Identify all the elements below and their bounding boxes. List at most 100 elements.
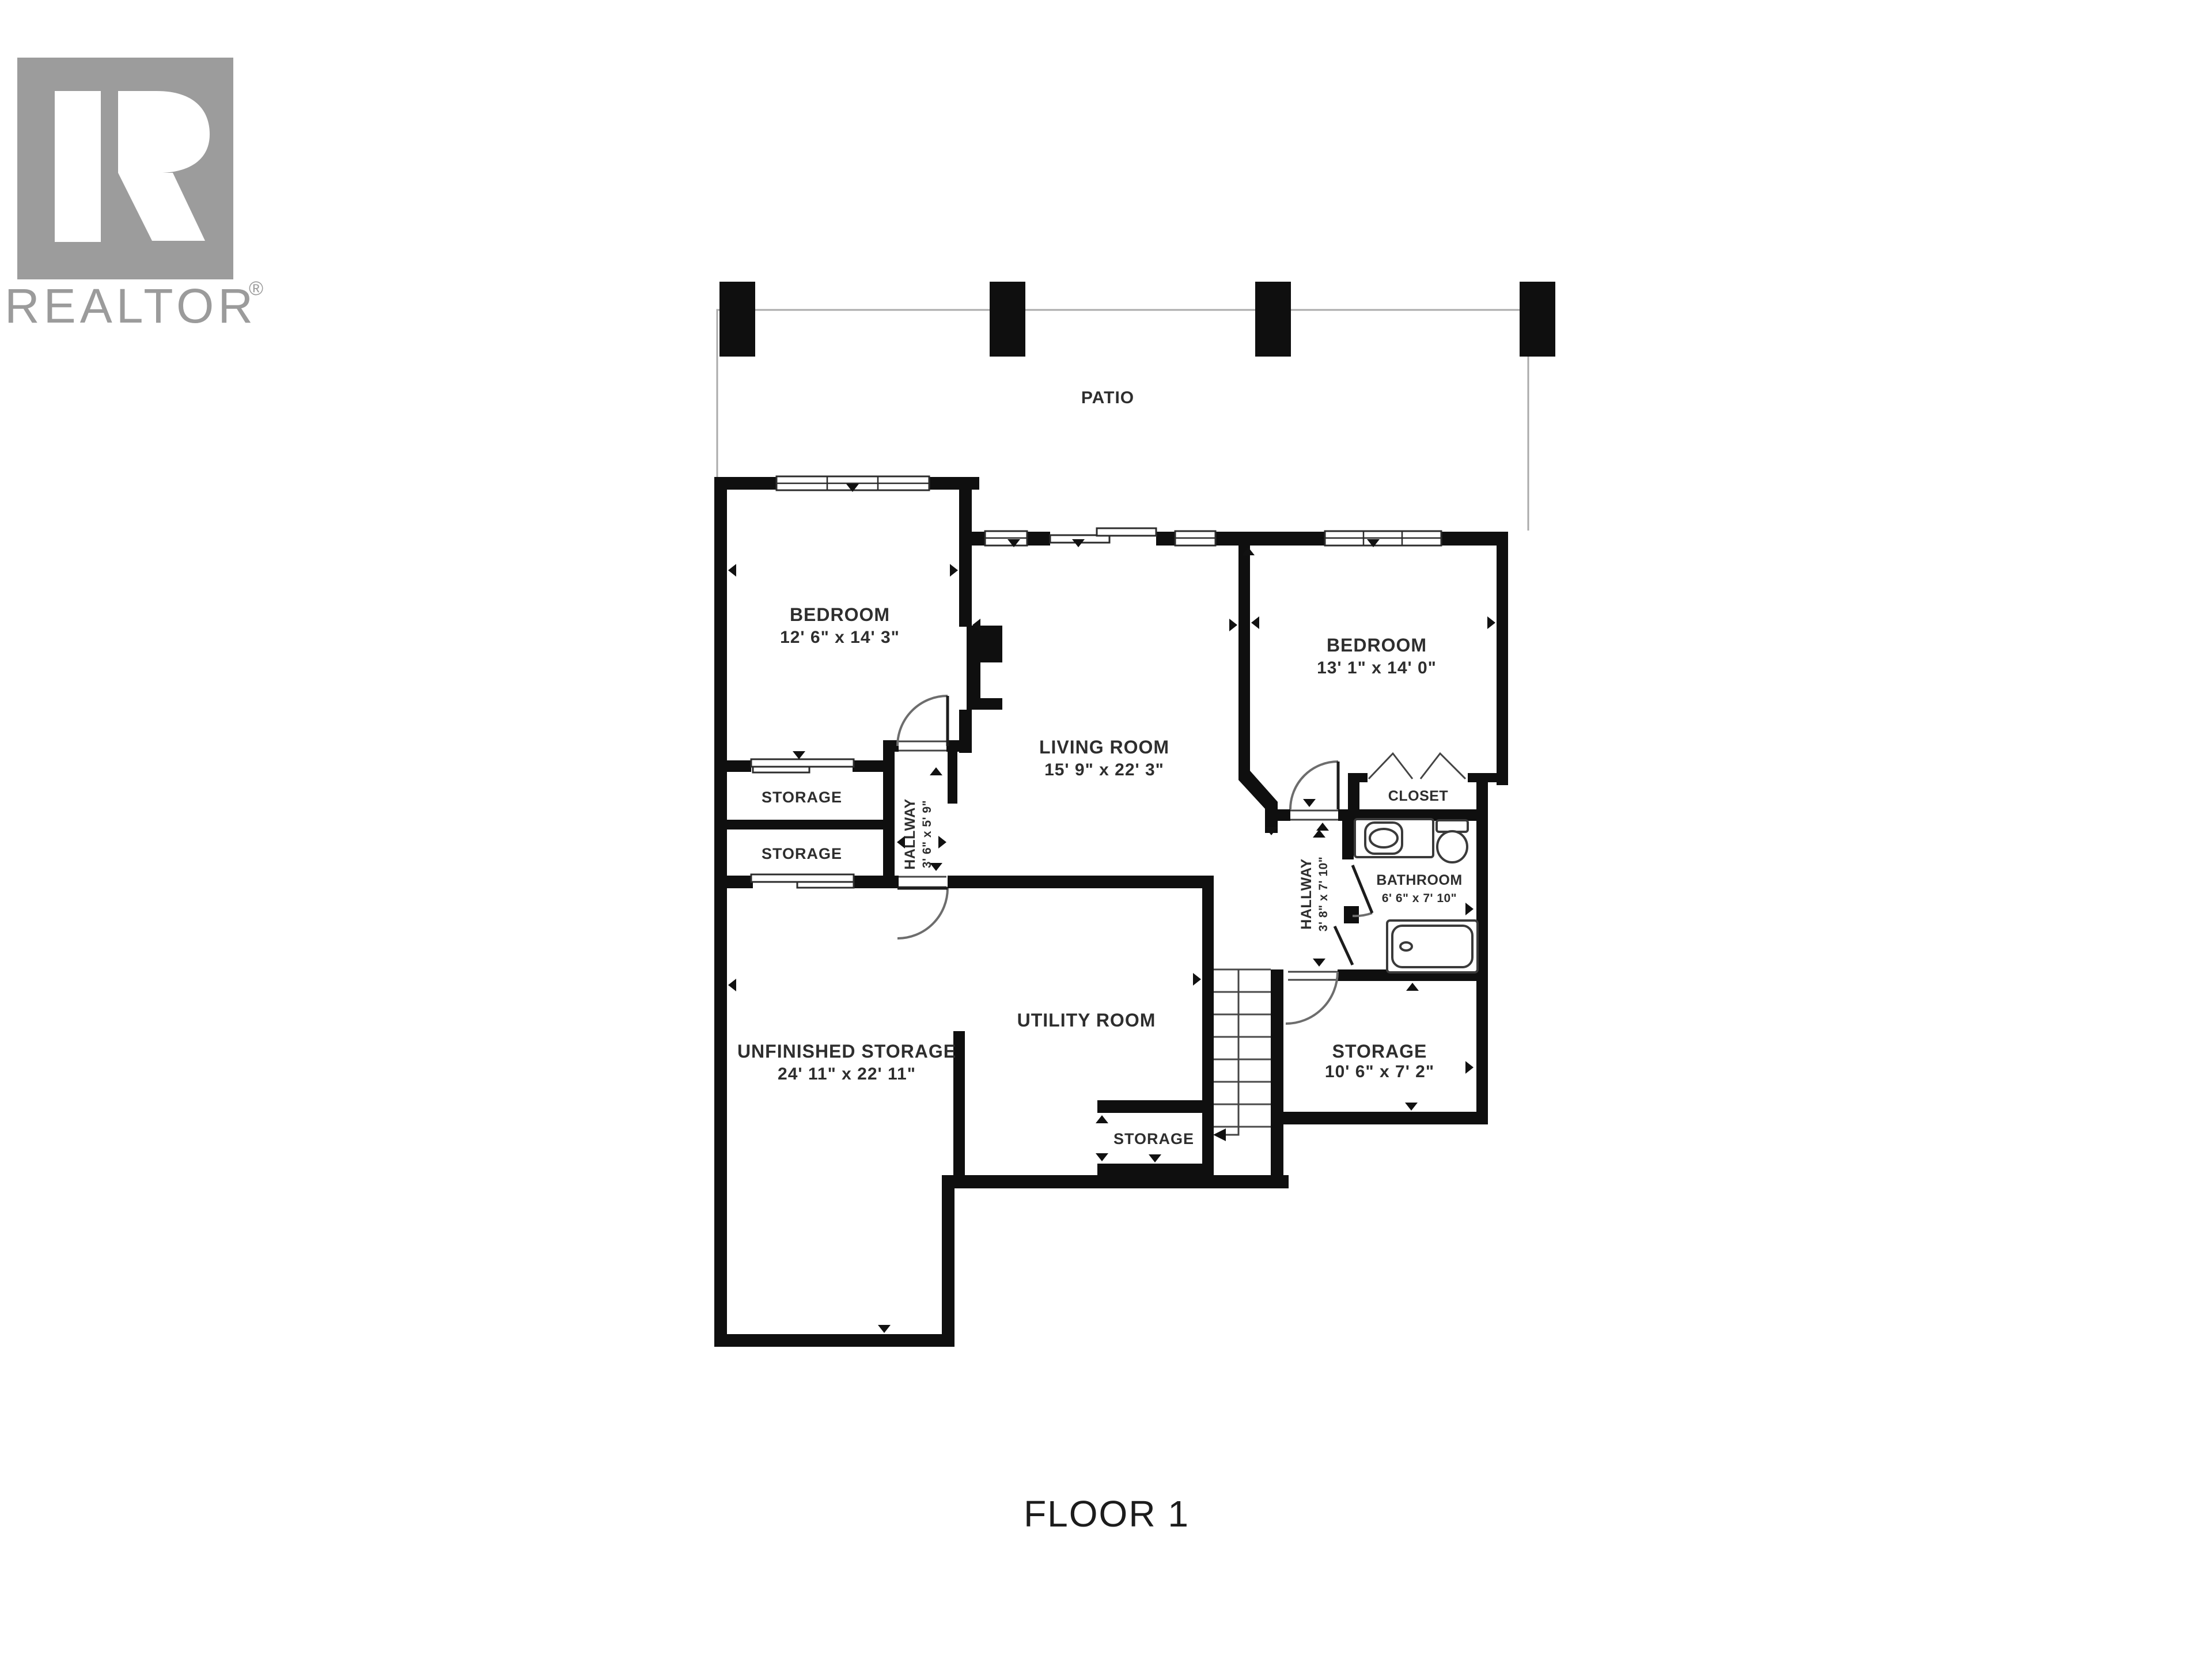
realtor-logo: REALTOR ® — [5, 58, 263, 333]
realtor-logo-r-bowl — [118, 91, 210, 173]
wall-exterior-left — [714, 477, 727, 1347]
stair-direction-arrow — [1213, 1128, 1226, 1141]
wall-storage-divider — [714, 820, 887, 830]
bedroom-right-window-frame — [1325, 531, 1441, 546]
wall-bathroom-left-upper — [1342, 821, 1354, 859]
fireplace-opening — [980, 662, 1003, 698]
stair-direction-line — [1219, 969, 1240, 1136]
realtor-logo-r-stem — [55, 91, 101, 242]
patio-pillar — [1520, 282, 1555, 357]
utility-room-label: UTILITY ROOM — [1017, 1010, 1156, 1031]
wall-exterior-right-upper — [1497, 532, 1508, 785]
wall-door-right-a — [1267, 809, 1290, 821]
stair-treads — [1214, 968, 1271, 1128]
bathroom-fixtures — [1354, 818, 1479, 974]
wall-exterior-right-lower — [1476, 773, 1488, 1124]
threshold-hallway-left-top — [899, 740, 946, 752]
bedroom-left-dims: 12' 6" x 14' 3" — [780, 628, 900, 647]
threshold-bedroom-right-door — [1290, 809, 1338, 821]
bedroom-left-window-frame — [777, 476, 929, 490]
hallway-left-label: HALLWAY — [902, 798, 918, 869]
wall-utility-stub — [953, 1031, 965, 1175]
wall-top-seg — [971, 532, 985, 546]
bathtub-basin — [1391, 925, 1474, 968]
toilet-bowl — [1436, 830, 1468, 863]
sink-bowl — [1369, 828, 1399, 849]
windows — [750, 475, 1442, 889]
patio-pillar — [719, 282, 755, 357]
wall-diagonal — [1238, 771, 1278, 833]
wall-bottom-left — [714, 1334, 955, 1347]
storage-lower-label: STORAGE — [762, 845, 842, 862]
patio-label: PATIO — [1081, 388, 1134, 407]
realtor-logo-registered: ® — [249, 278, 263, 300]
wall-long-c — [948, 876, 1214, 888]
storage-upper-label: STORAGE — [762, 789, 842, 806]
wall-bottom-middle — [942, 1175, 1289, 1188]
unfinished-storage-label: UNFINISHED STORAGE — [737, 1041, 956, 1062]
wall-living-bedroom-divider — [1238, 532, 1250, 778]
wall-top-seg — [1215, 532, 1325, 546]
living-room-dims: 15' 9" x 22' 3" — [1044, 760, 1164, 779]
wall-closet-left — [1348, 773, 1359, 821]
bedroom-right-label: BEDROOM — [1327, 635, 1427, 656]
threshold-storage-right-door — [1288, 971, 1338, 981]
storage-upper-slider-panel — [752, 766, 810, 774]
storage-right-dims: 10' 6" x 7' 2" — [1325, 1062, 1434, 1081]
bedroom-left-door-arc — [896, 695, 948, 747]
wall-stairs-right — [1271, 969, 1283, 1188]
closet-label: CLOSET — [1388, 788, 1448, 804]
hallway-left-dims: 3' 6" x 5' 9" — [921, 800, 934, 868]
patio-outline — [716, 309, 1529, 531]
hallway-right-label: HALLWAY — [1298, 858, 1315, 929]
wall-bedroom-left-right-upper — [959, 488, 972, 627]
living-room-label: LIVING ROOM — [1039, 737, 1169, 757]
bedroom-right-dims: 13' 1" x 14' 0" — [1317, 658, 1437, 677]
unfinished-storage-dims: 24' 11" x 22' 11" — [778, 1065, 916, 1084]
wall-closet-stub-left — [1348, 773, 1368, 782]
wall-hallway-left-east — [948, 740, 957, 804]
storage-under-stairs-label: STORAGE — [1113, 1130, 1194, 1147]
patio-pillar — [990, 282, 1025, 357]
patio-pillar — [1255, 282, 1291, 357]
storage-lower-slider-panel — [796, 881, 855, 889]
storage-right-door-leaf — [1333, 925, 1354, 966]
threshold-hallway-left-bottom — [899, 876, 946, 888]
bathroom-door-leaf — [1351, 865, 1374, 914]
wall-stairs-left — [1202, 876, 1214, 1188]
storage-right-label: STORAGE — [1332, 1041, 1427, 1062]
floor-title: FLOOR 1 — [1024, 1493, 1190, 1535]
wall-long-b — [853, 876, 899, 888]
doors — [896, 695, 1467, 1025]
closet-bifold-right — [1419, 752, 1467, 780]
closet-bifold-left — [1368, 752, 1414, 780]
wall-bedroom-left-bottom-a — [714, 760, 751, 772]
storage-right-door-arc — [1285, 971, 1339, 1025]
utility-door-arc — [897, 888, 949, 940]
wall-nook-bottom — [1097, 1164, 1202, 1175]
wall-storage-right-bottom — [1279, 1112, 1488, 1124]
wall-long-a — [714, 876, 753, 888]
staircase — [1213, 968, 1271, 1141]
bathroom-dims: 6' 6" x 7' 10" — [1382, 892, 1457, 905]
hallway-right-dims: 3' 8" x 7' 10" — [1317, 857, 1330, 931]
wall-nook-top — [1097, 1100, 1214, 1113]
wall-top-seg — [1156, 532, 1175, 546]
bedroom-right-door-arc — [1289, 760, 1339, 810]
storage-upper-slider-track — [750, 758, 855, 768]
wall-top-seg — [1027, 532, 1050, 546]
storage-lower-slider-track — [750, 873, 855, 883]
realtor-logo-text: REALTOR — [5, 279, 257, 333]
patio: PATIO — [716, 282, 1555, 531]
wall-bathroom-pier — [1344, 906, 1359, 923]
bedroom-left-label: BEDROOM — [790, 604, 890, 625]
dimension-arrows — [728, 484, 1495, 1333]
wall-step-right — [942, 1175, 955, 1347]
room-labels: BEDROOM 12' 6" x 14' 3" LIVING ROOM 15' … — [737, 604, 1462, 1147]
wall-hallway-left-west — [883, 740, 895, 888]
realtor-logo-r-leg — [118, 173, 205, 241]
bathtub-drain — [1399, 941, 1413, 952]
bathroom-label: BATHROOM — [1376, 872, 1462, 888]
